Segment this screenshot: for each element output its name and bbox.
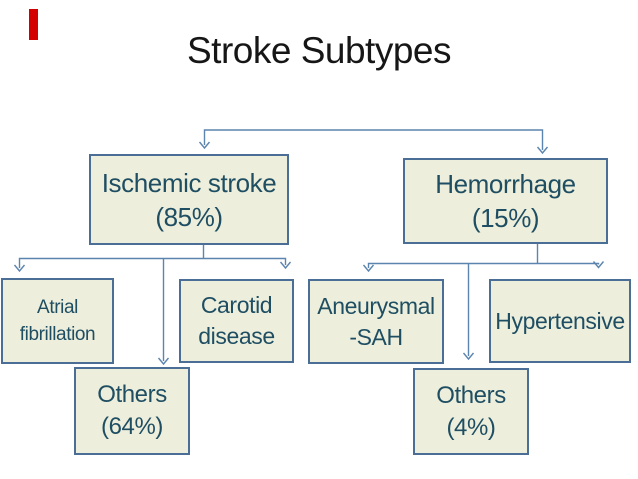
node-label: Ischemic stroke xyxy=(101,167,277,198)
arrowhead-icon xyxy=(157,357,170,366)
page-title: Stroke Subtypes xyxy=(187,30,451,71)
arrowhead-icon xyxy=(536,146,549,155)
node-others-hemorrhage: Others (4%) xyxy=(413,368,529,455)
node-label: fibrillation xyxy=(19,324,96,345)
node-label: disease xyxy=(198,323,275,349)
arrowhead-icon xyxy=(279,261,292,270)
node-label: Atrial xyxy=(37,297,78,318)
node-label: Carotid xyxy=(200,292,273,318)
connector-root-split xyxy=(198,129,549,155)
arrowhead-icon xyxy=(362,264,375,273)
arrowhead-icon xyxy=(13,264,26,273)
node-percentage: (64%) xyxy=(100,413,164,440)
node-percentage: (85%) xyxy=(155,201,223,232)
node-ischemic-stroke: Ischemic stroke (85%) xyxy=(89,154,289,245)
arrowhead-icon xyxy=(198,141,211,150)
node-aneurysmal-sah: Aneurysmal -SAH xyxy=(308,279,444,364)
node-others-ischemic: Others (64%) xyxy=(74,367,190,455)
node-label: Hemorrhage xyxy=(435,169,576,199)
arrowhead-icon xyxy=(592,261,605,269)
node-percentage: (15%) xyxy=(471,203,540,233)
node-label: Hypertensive xyxy=(495,307,625,334)
node-carotid-disease: Carotid disease xyxy=(179,279,294,363)
connector-ischemic-children xyxy=(13,245,292,366)
node-label: Others xyxy=(436,381,506,409)
node-hypertensive: Hypertensive xyxy=(489,279,631,363)
node-label: Others xyxy=(97,381,167,408)
node-atrial-fibrillation: Atrial fibrillation xyxy=(1,278,114,364)
node-percentage: (4%) xyxy=(446,413,496,441)
node-label: Aneurysmal xyxy=(317,292,435,319)
connector-hemorrhage-children xyxy=(362,244,605,361)
red-accent-bar xyxy=(29,9,38,40)
node-hemorrhage: Hemorrhage (15%) xyxy=(403,158,608,244)
arrowhead-icon xyxy=(462,352,475,361)
node-label: -SAH xyxy=(349,323,403,350)
